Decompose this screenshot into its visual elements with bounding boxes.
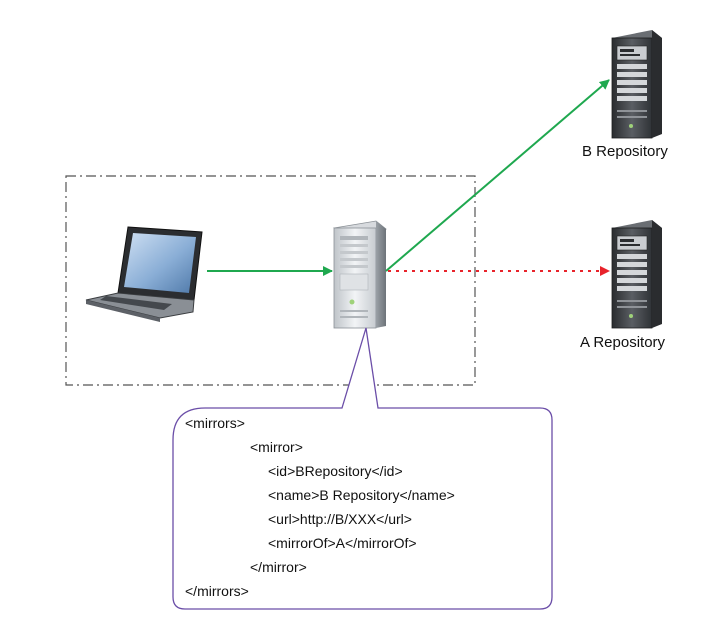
- callout-line-mirror-of: <mirrorOf>A</mirrorOf>: [268, 535, 417, 551]
- callout-line-mirror-open: <mirror>: [250, 439, 303, 455]
- callout-line-id: <id>BRepository</id>: [268, 463, 403, 479]
- b-repository-server-icon: [611, 30, 662, 139]
- a-repository-server-icon: [611, 220, 662, 329]
- laptop-icon: [85, 226, 203, 322]
- local-environment-group: [65, 175, 476, 386]
- callout-line-mirrors-open: <mirrors>: [185, 415, 245, 431]
- callout-line-mirror-close: </mirror>: [250, 559, 307, 575]
- callout-line-mirrors-close: </mirrors>: [185, 583, 249, 599]
- b-repository-label: B Repository: [582, 143, 668, 160]
- mirror-config-callout: [172, 327, 553, 610]
- proxy-to-b-repository-arrow: [385, 79, 610, 272]
- callout-line-name: <name>B Repository</name>: [268, 487, 455, 503]
- proxy-server-icon: [333, 220, 387, 329]
- callout-line-url: <url>http://B/XXX</url>: [268, 511, 412, 527]
- a-repository-label: A Repository: [580, 334, 666, 351]
